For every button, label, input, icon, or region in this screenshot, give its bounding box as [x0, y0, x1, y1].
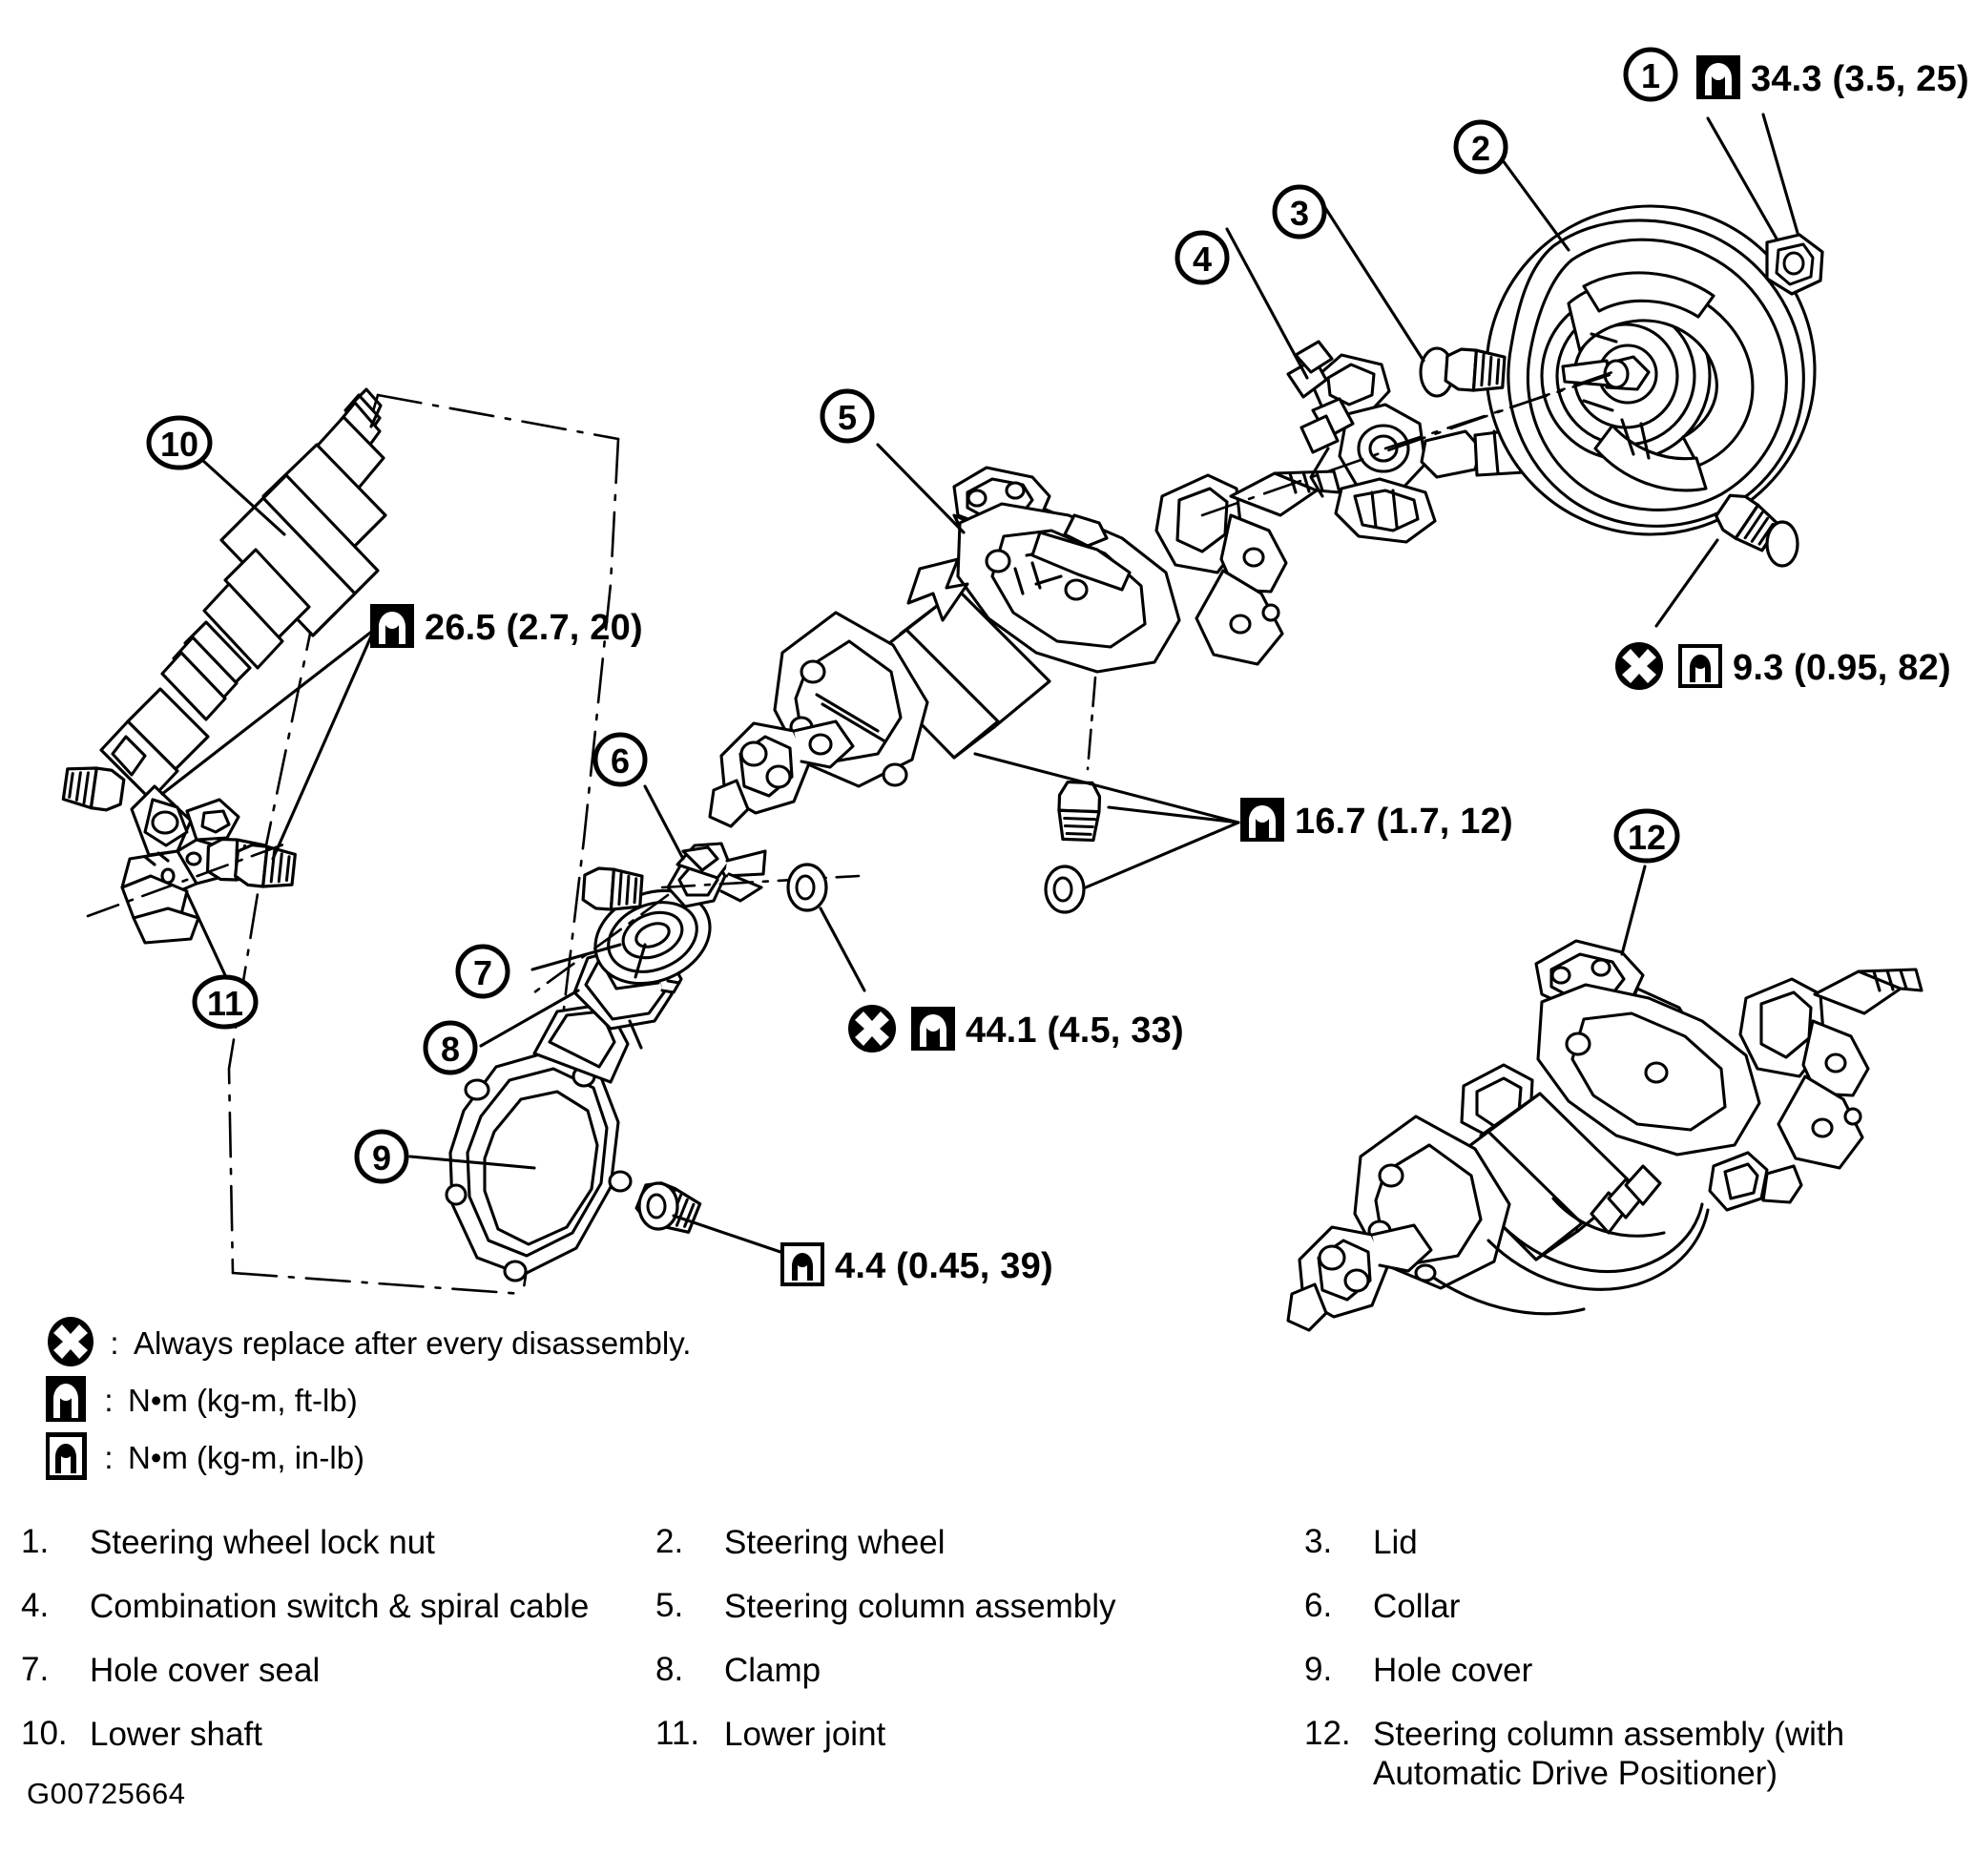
- svg-text:6: 6: [611, 741, 630, 781]
- svg-text:12: 12: [1628, 818, 1666, 857]
- svg-text:3: 3: [1290, 194, 1309, 233]
- legend-colon: :: [104, 1440, 114, 1475]
- legend-row-replace: : Always replace after every disassembly…: [46, 1315, 691, 1372]
- parts-list-item: 1. Steering wheel lock nut: [21, 1523, 655, 1587]
- svg-text:11: 11: [207, 984, 243, 1023]
- parts-list-item: 8. Clamp: [655, 1651, 1304, 1715]
- callout-7: 7: [454, 943, 511, 1005]
- torque-inlb-icon: [780, 1241, 825, 1291]
- svg-text:9: 9: [372, 1138, 391, 1178]
- torque-spec-9-3: 9.3 (0.95, 82): [1614, 641, 1951, 696]
- legend-row-ftlb: : N•m (kg-m, ft-lb): [46, 1372, 691, 1429]
- legend-row-inlb: : N•m (kg-m, in-lb): [45, 1429, 691, 1487]
- torque-ftlb-icon: [46, 1374, 90, 1428]
- callout-8: 8: [422, 1019, 479, 1081]
- parts-list-item: 10. Lower shaft: [21, 1715, 655, 1794]
- svg-text:5: 5: [838, 398, 857, 437]
- part-number: 6.: [1304, 1587, 1333, 1624]
- parts-list: 1. Steering wheel lock nut 2. Steering w…: [21, 1523, 1958, 1794]
- torque-spec-4-4: 4.4 (0.45, 39): [780, 1241, 1053, 1291]
- legend-text: Always replace after every disassembly.: [134, 1325, 692, 1361]
- legend-colon: :: [104, 1383, 114, 1418]
- torque-value: 4.4 (0.45, 39): [835, 1246, 1053, 1286]
- parts-list-item: 7. Hole cover seal: [21, 1651, 655, 1715]
- replace-x-icon: [46, 1316, 95, 1371]
- torque-spec-16-7: 16.7 (1.7, 12): [1240, 798, 1513, 846]
- callout-3: 3: [1271, 183, 1328, 245]
- part-name: Steering wheel lock nut: [90, 1524, 435, 1561]
- part-name: Steering column assembly: [724, 1588, 1116, 1625]
- legend-text: N•m (kg-m, in-lb): [128, 1440, 365, 1475]
- part-name: Lower joint: [724, 1716, 886, 1753]
- parts-list-item: 3. Lid: [1304, 1523, 1958, 1587]
- part-number: 12.: [1304, 1715, 1351, 1752]
- torque-ftlb-icon: [1240, 798, 1284, 846]
- callout-4: 4: [1174, 229, 1231, 291]
- part-number: 5.: [655, 1587, 684, 1624]
- parts-list-item: 2. Steering wheel: [655, 1523, 1304, 1587]
- parts-list-item: 12. Steering column assembly (with Autom…: [1304, 1715, 1958, 1794]
- torque-spec-44-1: 44.1 (4.5, 33): [847, 1004, 1184, 1058]
- legend-text: N•m (kg-m, ft-lb): [128, 1383, 358, 1418]
- svg-text:1: 1: [1641, 56, 1660, 95]
- torque-spec-34-3: 34.3 (3.5, 25): [1696, 55, 1969, 104]
- figure-id: G00725664: [27, 1777, 186, 1810]
- part-number: 3.: [1304, 1523, 1333, 1560]
- replace-x-icon: [847, 1004, 897, 1058]
- svg-text:4: 4: [1193, 240, 1212, 279]
- svg-text:2: 2: [1471, 129, 1490, 168]
- torque-inlb-icon: [1677, 643, 1723, 693]
- parts-list-item: 6. Collar: [1304, 1587, 1958, 1651]
- torque-value: 16.7 (1.7, 12): [1295, 802, 1513, 842]
- part-number: 10.: [21, 1715, 68, 1752]
- callout-9: 9: [353, 1128, 410, 1190]
- legend-colon: :: [110, 1325, 119, 1361]
- parts-list-item: 9. Hole cover: [1304, 1651, 1958, 1715]
- part-name: Clamp: [724, 1652, 821, 1689]
- torque-inlb-icon: [45, 1431, 90, 1486]
- torque-ftlb-icon: [370, 604, 414, 653]
- part-number: 8.: [655, 1651, 684, 1688]
- callout-2: 2: [1452, 118, 1509, 180]
- parts-list-item: 4. Combination switch & spiral cable: [21, 1587, 655, 1651]
- part-name: Lower shaft: [90, 1716, 262, 1753]
- callout-11: 11: [191, 973, 260, 1035]
- svg-text:8: 8: [441, 1030, 460, 1069]
- svg-text:7: 7: [473, 953, 492, 992]
- part-name: Combination switch & spiral cable: [90, 1588, 590, 1625]
- part-name: Steering wheel: [724, 1524, 946, 1561]
- callout-12: 12: [1612, 807, 1681, 869]
- callout-6: 6: [592, 731, 649, 793]
- parts-list-item: 11. Lower joint: [655, 1715, 1304, 1794]
- torque-ftlb-icon: [1696, 55, 1740, 104]
- part-number: 11.: [655, 1715, 700, 1752]
- legend: : Always replace after every disassembly…: [45, 1315, 691, 1487]
- part-name: Lid: [1373, 1524, 1418, 1561]
- parts-list-item: 5. Steering column assembly: [655, 1587, 1304, 1651]
- part-name: Collar: [1373, 1588, 1461, 1625]
- part-number: 9.: [1304, 1651, 1333, 1688]
- torque-ftlb-icon: [911, 1007, 955, 1055]
- torque-value: 9.3 (0.95, 82): [1733, 648, 1951, 688]
- callout-1: 1: [1622, 46, 1679, 108]
- torque-spec-26-5: 26.5 (2.7, 20): [370, 604, 643, 653]
- torque-value: 34.3 (3.5, 25): [1751, 59, 1969, 99]
- part-number: 2.: [655, 1523, 684, 1560]
- callout-10: 10: [145, 414, 214, 476]
- callout-5: 5: [819, 387, 876, 449]
- part-name: Steering column assembly (with Automatic…: [1373, 1716, 1845, 1793]
- part-number: 7.: [21, 1651, 50, 1688]
- part-number: 4.: [21, 1587, 50, 1624]
- part-name: Hole cover: [1373, 1652, 1533, 1689]
- part-name: Hole cover seal: [90, 1652, 321, 1689]
- part-number: 1.: [21, 1523, 50, 1560]
- torque-value: 26.5 (2.7, 20): [425, 608, 643, 648]
- replace-x-icon: [1614, 641, 1664, 696]
- torque-value: 44.1 (4.5, 33): [966, 1011, 1184, 1051]
- svg-text:10: 10: [160, 425, 198, 464]
